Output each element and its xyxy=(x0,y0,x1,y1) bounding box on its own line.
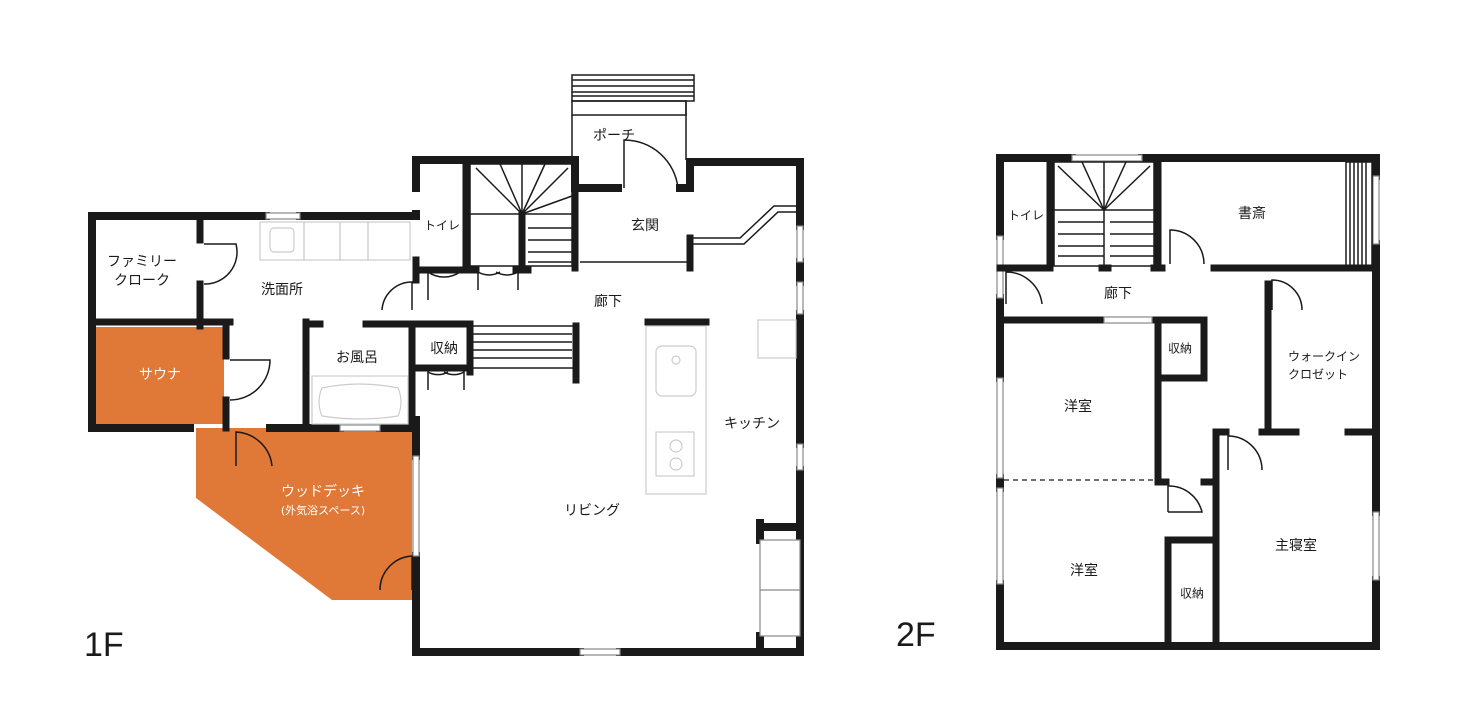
floor-2-interior-walls xyxy=(996,154,1380,650)
living-steps xyxy=(471,322,580,384)
washroom-fixtures xyxy=(259,221,411,261)
room-toilet-2f: トイレ xyxy=(1008,209,1044,223)
room-western-2: 洋室 xyxy=(1070,562,1098,579)
room-sauna: サウナ xyxy=(139,367,181,383)
floor-1-plan: ポーチ トイレ 玄関 ファミリー クローク 洗面所 廊下 サウナ お風呂 収納 … xyxy=(84,74,804,664)
room-wood-deck-note: (外気浴スペース) xyxy=(281,503,365,517)
room-hallway-2f: 廊下 xyxy=(1104,285,1132,302)
room-storage-2f-1: 収納 xyxy=(1168,342,1192,356)
room-bath: お風呂 xyxy=(336,350,378,366)
porch-steps xyxy=(571,74,695,160)
floor-1-stairs xyxy=(469,163,690,267)
room-wood-deck: ウッドデッキ xyxy=(281,483,365,500)
room-walk-in-line2: クロゼット xyxy=(1288,368,1348,382)
room-storage-1f: 収納 xyxy=(430,341,458,357)
floor-1-windows xyxy=(265,212,804,656)
wood-deck-area xyxy=(196,428,412,600)
room-family-cloak-line2: クローク xyxy=(114,273,170,289)
floor-1-label: 1F xyxy=(84,626,124,664)
room-western-1: 洋室 xyxy=(1064,398,1092,415)
room-kitchen: キッチン xyxy=(724,416,780,432)
room-storage-2f-2: 収納 xyxy=(1180,587,1204,601)
entrance-step-inner xyxy=(690,211,800,245)
entrance-step xyxy=(690,205,800,239)
floor-2-doors xyxy=(1005,229,1303,513)
room-hallway-1f: 廊下 xyxy=(594,293,622,310)
study-balcony xyxy=(1345,161,1373,267)
room-walk-in-line1: ウォークイン xyxy=(1288,350,1360,364)
room-family-cloak-line1: ファミリー xyxy=(107,254,177,270)
floor-2-exterior-walls xyxy=(996,154,1380,650)
floor-1-interior-walls xyxy=(88,156,710,432)
floor-1-doors xyxy=(203,139,679,591)
room-study: 書斎 xyxy=(1238,205,1266,222)
floor-2-label: 2F xyxy=(896,616,936,654)
room-entrance: 玄関 xyxy=(631,217,659,234)
floor-2-plan: トイレ 書斎 廊下 収納 ウォークイン クロゼット 洋室 洋室 収納 主寝室 2… xyxy=(896,154,1380,654)
bathtub xyxy=(311,375,409,425)
sauna-area xyxy=(96,327,224,424)
room-living: リビング xyxy=(564,503,620,519)
hall-window-2f xyxy=(1103,316,1153,324)
room-porch: ポーチ xyxy=(593,128,635,144)
kitchen-island xyxy=(645,319,797,495)
room-washroom: 洗面所 xyxy=(261,282,303,298)
floor-2-stairs xyxy=(1053,161,1155,267)
room-toilet-1f: トイレ xyxy=(424,219,460,233)
room-master-bedroom: 主寝室 xyxy=(1275,537,1317,554)
